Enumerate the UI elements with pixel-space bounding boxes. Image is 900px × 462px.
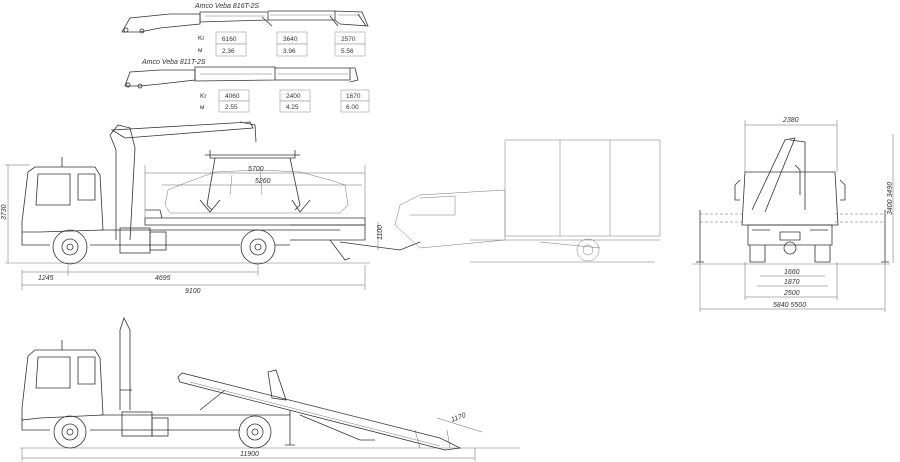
- dimension-label: 4060: [225, 93, 240, 100]
- dimension-label: 9100: [185, 288, 201, 295]
- dimension-label: 1100: [377, 225, 384, 240]
- tilted-bed: [177, 369, 462, 451]
- tilt-view: 11900 1170: [20, 316, 520, 461]
- crane-column: [109, 124, 136, 241]
- crane-1-base: [121, 13, 201, 33]
- crane-816t-diagram: Amco Veba 816T-2S Kг м 6160 2.36 3640 3.96…: [121, 3, 369, 57]
- tilt-rear-wheel: [238, 415, 272, 449]
- dimension-label: 5.56: [341, 48, 354, 55]
- dimension-label: 5840 5500: [773, 302, 806, 309]
- dimension-label: 1660: [784, 269, 800, 276]
- dimension-label: 2570: [341, 36, 356, 43]
- dimension-label: 4695: [155, 275, 171, 282]
- dimension-label: 1670: [346, 93, 361, 100]
- crane-811t-diagram: Amco Veba 811T-2S Kг м 4060 2.55 2400 4.25…: [124, 59, 370, 113]
- crane-2-table: Kг м 4060 2.55 2400 4.25 1670 6.00: [200, 89, 370, 113]
- dimension-label: 3730: [1, 204, 8, 220]
- tilt-cab: [21, 340, 104, 421]
- dimension-label: м: [200, 104, 205, 111]
- tilt-front-wheel: [53, 415, 87, 449]
- car-outline: [164, 169, 349, 214]
- dimension-label: 5260: [255, 178, 271, 185]
- dimension-label: 1870: [784, 279, 800, 286]
- crane-2-name: Amco Veba 811T-2S: [141, 59, 206, 66]
- dimension-label: 3640: [283, 36, 298, 43]
- dimension-label: 1170: [450, 412, 467, 424]
- side-view: 3730 5700 5260 1100 1245 4695 9100: [1, 121, 661, 295]
- dimension-label: 1245: [38, 275, 54, 282]
- dimension-label: 2.36: [222, 48, 235, 55]
- dimension-label: м: [198, 47, 203, 54]
- crane-1-table: Kг м 6160 2.36 3640 3.96 2570 5.56: [198, 31, 366, 57]
- dimension-label: 11900: [240, 451, 259, 458]
- crane-1-name: Amco Veba 816T-2S: [194, 3, 259, 10]
- dimension-label: 2.55: [225, 104, 238, 111]
- towed-van: [394, 139, 661, 263]
- dimension-label: 3400 3490: [887, 182, 894, 215]
- dimension-label: 2400: [286, 93, 301, 100]
- front-cab: [734, 171, 846, 226]
- dimension-label: 4.25: [286, 104, 299, 111]
- truck-cab: [21, 166, 104, 233]
- dimension-label: 2500: [783, 290, 800, 297]
- dimension-label: Kг: [200, 93, 207, 100]
- dimension-label: 6.00: [346, 104, 359, 111]
- dimension-label: 5700: [248, 166, 264, 173]
- dimension-label: 6160: [222, 36, 237, 43]
- front-wheel: [52, 229, 88, 265]
- dimension-label: 2380: [782, 117, 799, 124]
- dimension-label: Kг: [198, 35, 205, 42]
- dimension-label: 3.96: [283, 48, 296, 55]
- rear-wheel: [240, 229, 276, 265]
- front-view: 2380 3400 3490 1660 1870 2500 5840 5500: [692, 117, 894, 312]
